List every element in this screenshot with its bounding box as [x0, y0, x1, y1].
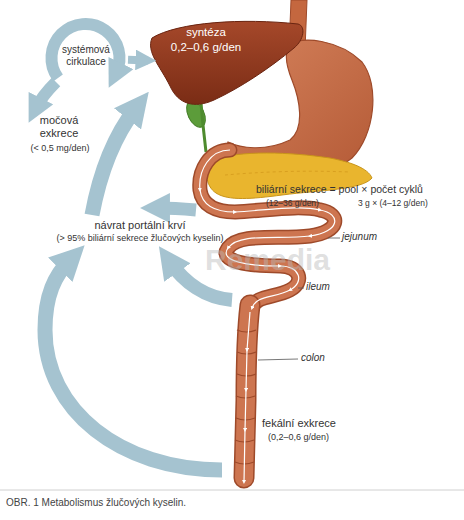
- segment-name: jejunum: [342, 231, 377, 243]
- flow-line: [244, 312, 250, 482]
- excretion-label: močová exkrece: [28, 114, 90, 140]
- leader-line: [328, 238, 340, 239]
- node-text: systémová cirkulace: [55, 44, 117, 68]
- circulation-circle: systémová cirkulace: [44, 16, 128, 100]
- amount-label: (> 95% biliární sekrece žlučových kyseli…: [20, 233, 260, 244]
- amount-label: (< 0,5 mg/den): [14, 143, 106, 154]
- caption-rule: [0, 490, 464, 491]
- small-intestine: [200, 150, 335, 345]
- node-text: 0,2–0,6 g/den: [156, 41, 256, 55]
- node-text: syntéza: [156, 26, 256, 40]
- amount-label: 3 g × (4–12 g/den): [358, 198, 428, 208]
- figure-caption: OBR. 1 Metabolismus žlučových kyselin.: [6, 497, 458, 508]
- return-arrow: [158, 208, 196, 210]
- pancreas-texture: [225, 171, 350, 175]
- flow-line: [200, 150, 335, 308]
- flow-connector: [128, 56, 148, 65]
- circulation-ring: [51, 24, 119, 78]
- secretion-label: biliární sekrece = pool × počet cyklů: [256, 183, 423, 196]
- amount-label: (0,2–0,6 g/den): [268, 432, 329, 443]
- excretion-arrow: [36, 82, 56, 108]
- segment-name: colon: [301, 352, 325, 364]
- leader-line: [298, 288, 304, 289]
- segment-name: ileum: [306, 281, 330, 293]
- liver: [151, 21, 303, 104]
- liver-shape: syntéza0,2–0,6 g/den: [148, 16, 303, 111]
- intestine-outline: [200, 150, 335, 345]
- excretion-label: fekální exkrece: [262, 417, 336, 430]
- portal-label: návrat portální krví: [20, 219, 260, 232]
- return-arrow: [92, 108, 136, 215]
- amount-label: (12–36 g/den): [266, 198, 319, 208]
- watermark: Remedia: [205, 242, 330, 278]
- leader-line: [258, 359, 298, 360]
